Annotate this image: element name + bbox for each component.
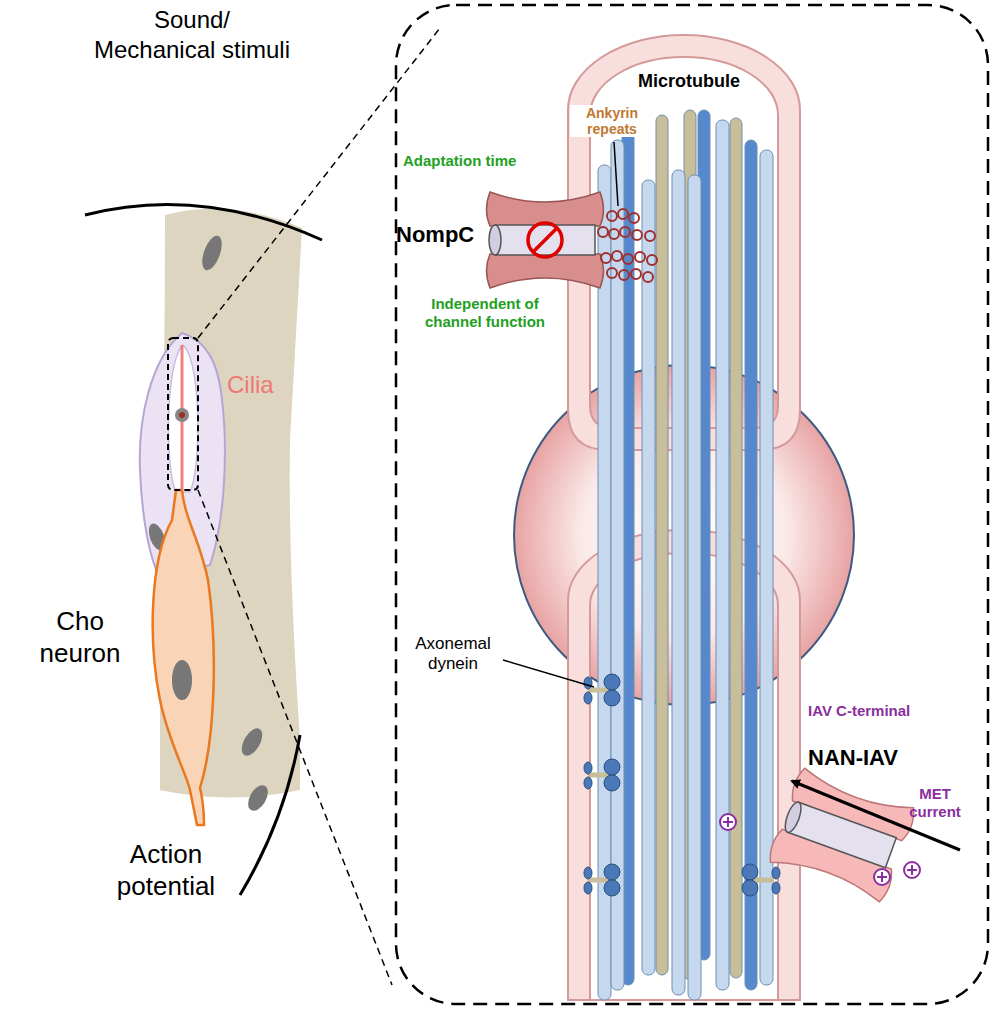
stimulus-label: Sound/ Mechanical stimuli — [92, 5, 292, 65]
output-label: Action potential — [109, 838, 224, 902]
cho-neuron — [153, 490, 214, 825]
nucleus — [244, 782, 272, 814]
note-label: Independent of channel function — [418, 295, 553, 331]
lumen — [168, 345, 197, 492]
note-label: MET current — [904, 785, 966, 821]
nan-iav-channel — [767, 767, 918, 903]
cuticle-line — [240, 735, 300, 895]
axonemal-dynein — [584, 674, 780, 896]
zoom-panel — [396, 5, 988, 1004]
part-label: Cho neuron — [30, 605, 130, 669]
channel-name: NompC — [396, 222, 474, 248]
basal-body — [179, 412, 185, 418]
ankyrin-repeats — [598, 209, 657, 282]
channel-name: NAN-IAV — [808, 745, 898, 771]
part-label: Axonemal dynein — [406, 634, 501, 674]
zoom-line — [198, 490, 392, 985]
basal-body — [175, 408, 189, 422]
microtubules — [598, 110, 773, 1000]
leader-line — [503, 660, 594, 687]
cation — [720, 814, 920, 885]
cuticle-line — [85, 204, 322, 240]
nucleus — [238, 725, 267, 759]
part-label: Cilia — [227, 370, 274, 399]
zoom-line — [198, 28, 440, 338]
leader-line — [614, 142, 618, 206]
part-label: Microtubule — [636, 70, 742, 92]
nucleus — [198, 233, 225, 272]
note-label: IAV C-terminal — [808, 702, 910, 720]
nucleus — [172, 660, 192, 700]
note-label: Adaptation time — [403, 152, 516, 170]
part-label: Ankyrin repeats — [570, 105, 654, 137]
nompc-channel — [487, 192, 604, 288]
zoom-box — [168, 338, 198, 490]
